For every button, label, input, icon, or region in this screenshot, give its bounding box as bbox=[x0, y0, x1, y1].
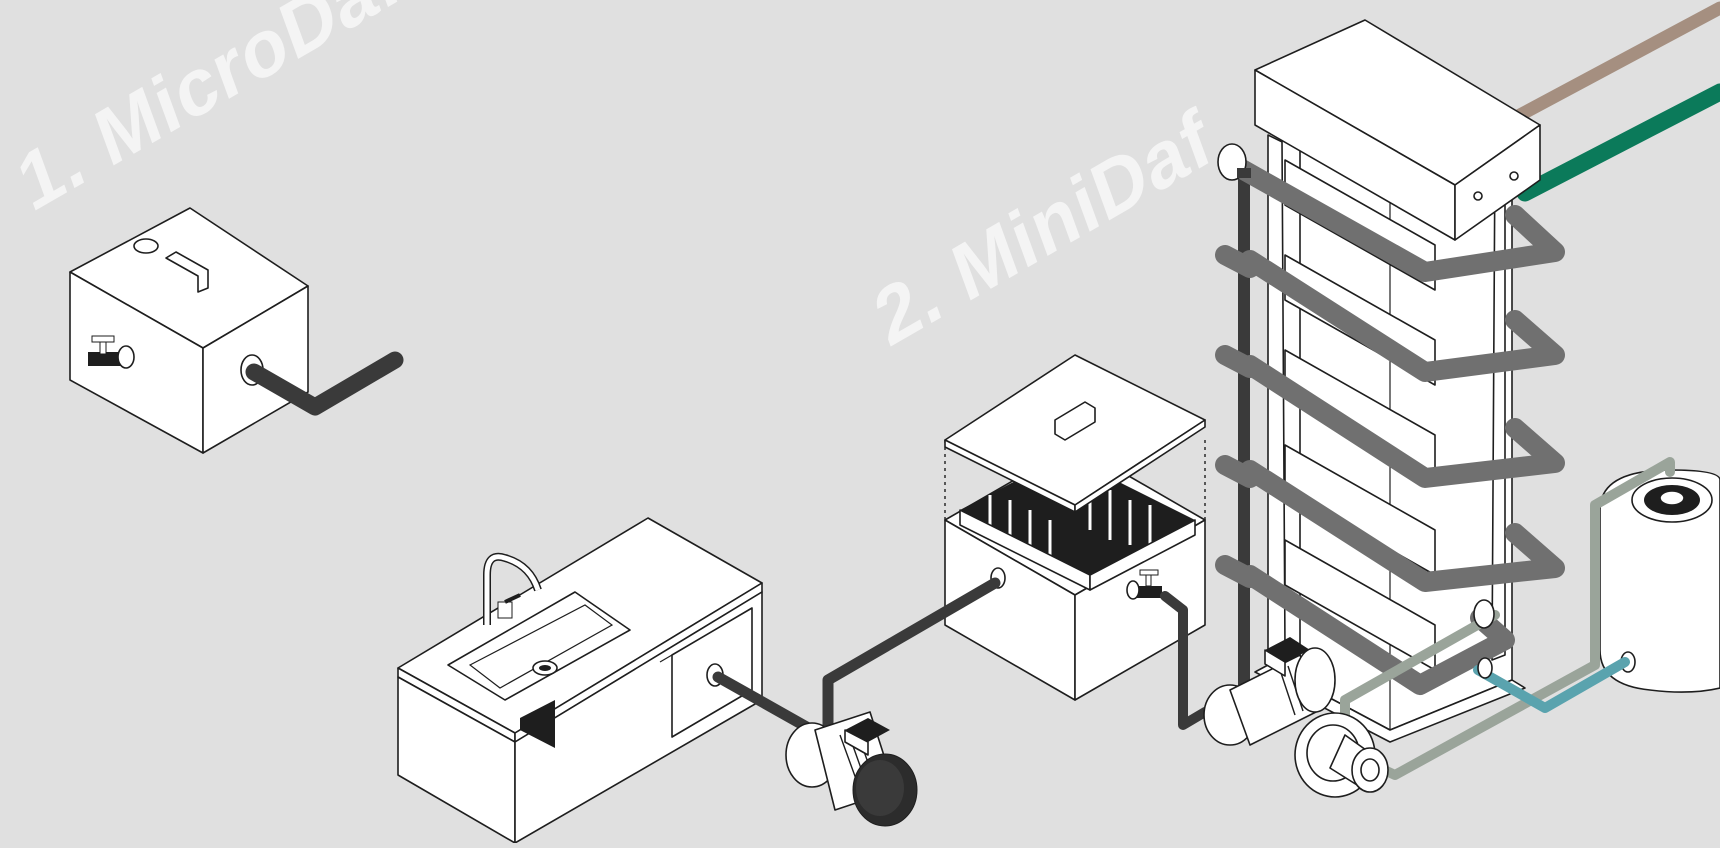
sink-cabinet bbox=[398, 518, 762, 843]
lid-hole-icon bbox=[134, 239, 158, 253]
storage-vessel bbox=[1600, 470, 1720, 692]
minidaf-tank bbox=[945, 355, 1205, 700]
green-inlet-pipe bbox=[1525, 92, 1720, 193]
feed-pump bbox=[786, 712, 917, 826]
microdaf-tank bbox=[70, 208, 308, 453]
tower-outlet-fitting-icon bbox=[1474, 600, 1494, 628]
